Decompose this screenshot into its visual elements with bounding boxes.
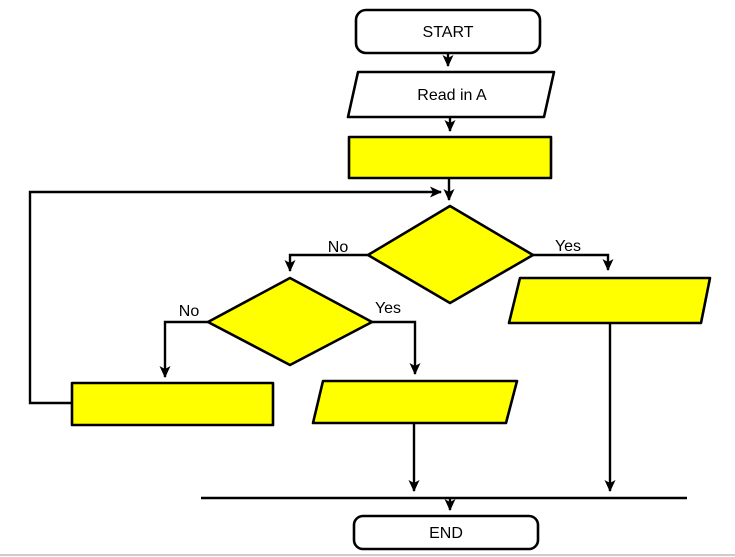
connector-outer-yes xyxy=(533,253,614,271)
connector-inner-yes xyxy=(372,320,421,375)
outer-yes-label: Yes xyxy=(555,238,581,255)
start-terminator xyxy=(354,8,542,55)
inner-yes-label: Yes xyxy=(375,300,401,317)
io-parallelogram-right xyxy=(507,276,712,325)
decision-diamond-outer xyxy=(366,204,535,305)
process-box-loop xyxy=(70,381,275,427)
end-label: END xyxy=(429,525,463,542)
read-in-a-label: Read in A xyxy=(417,87,487,104)
connector-loop-back xyxy=(28,186,442,405)
read-in-a-io xyxy=(346,70,556,119)
connector-outer-no xyxy=(284,253,368,272)
connector-inner-no xyxy=(159,320,208,378)
end-terminator xyxy=(352,514,540,551)
io-parallelogram-middle xyxy=(311,379,519,425)
process-box-top xyxy=(347,135,553,180)
inner-no-label: No xyxy=(179,303,200,320)
outer-no-label: No xyxy=(328,239,349,256)
decision-diamond-inner xyxy=(206,276,374,367)
start-label: START xyxy=(423,24,474,41)
